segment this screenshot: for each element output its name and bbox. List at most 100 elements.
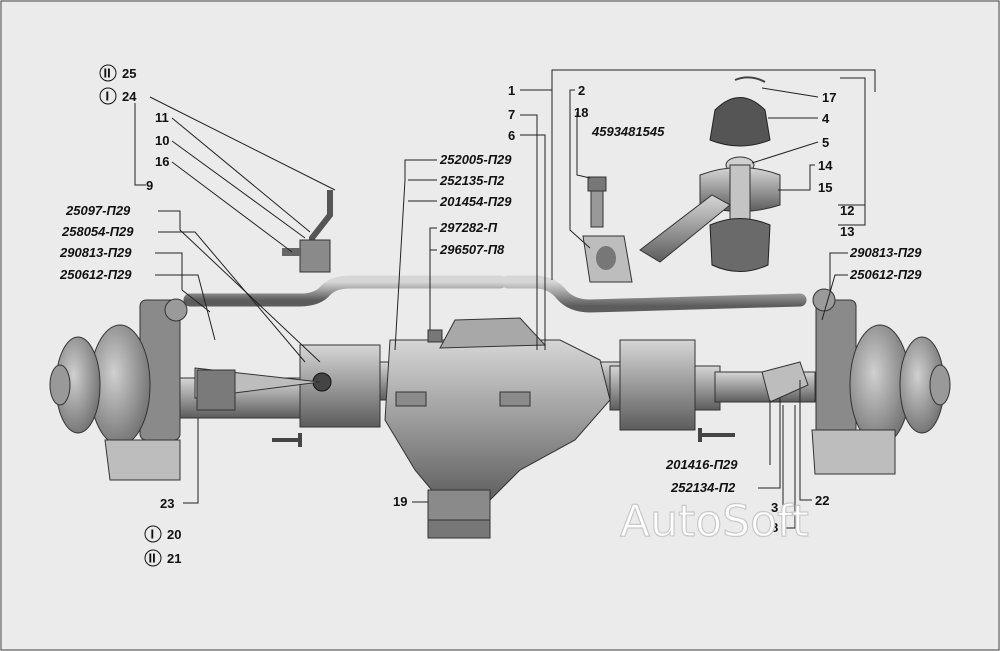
tie-rod-right	[501, 275, 807, 313]
leader-11	[171, 117, 311, 233]
leader-290813-left	[155, 252, 211, 313]
boot-13	[709, 218, 771, 272]
differential-housing	[384, 339, 611, 506]
bracket-9	[134, 103, 146, 186]
callout-19: 19	[393, 494, 407, 509]
callout-17: 17	[822, 90, 836, 105]
marker-circle-20	[144, 525, 162, 543]
marker-circle-21	[144, 549, 162, 567]
part-296507: 296507-П8	[439, 242, 505, 257]
marker-20-symbol: I	[151, 527, 155, 542]
part-290813-right: 290813-П29	[849, 245, 922, 260]
pinion-flange-base	[427, 519, 491, 539]
bracket-1	[520, 69, 876, 92]
tie-rod-left	[183, 275, 507, 307]
part-252005: 252005-П29	[439, 152, 512, 167]
right-arm-plate	[761, 361, 809, 403]
callout-21: 21	[167, 551, 181, 566]
callout-8: 8	[771, 520, 778, 535]
leader-14-15	[778, 164, 815, 191]
callout-15: 15	[818, 180, 832, 195]
marker-24-symbol: I	[106, 89, 110, 104]
callout-12: 12	[840, 203, 854, 218]
right-hub-cap	[929, 364, 951, 406]
part-252134: 252134-П2	[670, 480, 736, 495]
leader-10	[171, 140, 306, 239]
part-258054: 258054-П29	[61, 224, 134, 239]
left-knuckle-block	[299, 344, 381, 428]
labels: II 25 I 24 11 10 16 9 25097-П29 258054-П…	[59, 64, 922, 567]
leader-5	[751, 141, 819, 164]
callout-9: 9	[146, 178, 153, 193]
right-lower-bolt	[698, 428, 735, 442]
leader-250612-left	[155, 274, 216, 341]
part-25097: 25097-П29	[65, 203, 131, 218]
left-hub-cap	[49, 364, 71, 406]
part-4593481545: 4593481545	[591, 124, 665, 139]
callout-5: 5	[822, 135, 829, 150]
diff-boss-1	[395, 391, 427, 407]
leader-7	[520, 114, 538, 350]
callout-3: 3	[771, 500, 778, 515]
leader-250612-right	[821, 274, 848, 321]
left-caliper	[104, 439, 181, 481]
part-201454: 201454-П29	[439, 194, 512, 209]
axle-illustration	[49, 76, 951, 539]
leader-2	[569, 89, 591, 249]
leader-252005	[394, 159, 437, 351]
marker-25-symbol: II	[104, 66, 111, 81]
leader-16	[171, 161, 293, 253]
leader-18	[576, 112, 591, 179]
callout-16: 16	[155, 154, 169, 169]
part-250612-left: 250612-П29	[59, 267, 132, 282]
ring-17	[734, 76, 766, 83]
callout-2: 2	[578, 83, 585, 98]
marker-21-symbol: II	[149, 551, 156, 566]
clamp-2-hole	[596, 246, 616, 270]
right-knuckle-block	[619, 339, 696, 431]
callout-25: 25	[122, 66, 136, 81]
part-250612-right: 250612-П29	[849, 267, 922, 282]
callout-18: 18	[574, 105, 588, 120]
callout-13: 13	[840, 224, 854, 239]
tie-rod-arm	[639, 194, 731, 263]
right-tie-rod-end	[812, 288, 836, 312]
bracket-12-13	[838, 77, 866, 226]
right-caliper	[811, 429, 896, 475]
leader-25097	[158, 210, 321, 363]
watermark: AutoSoft	[620, 496, 809, 547]
leader-8	[783, 405, 796, 529]
callout-14: 14	[818, 158, 833, 173]
left-tie-rod-end	[164, 298, 188, 322]
right-brake-plate	[815, 299, 857, 441]
pinion-flange	[427, 489, 491, 521]
leader-23	[183, 418, 199, 504]
bracket-bolt	[282, 248, 300, 256]
callout-1: 1	[508, 83, 515, 98]
part-290813-left: 290813-П29	[59, 245, 132, 260]
left-arm-bracket	[196, 369, 236, 411]
bracket-clamp	[299, 239, 331, 273]
bolt-18-shank	[590, 190, 604, 228]
bolt-18-head	[587, 176, 607, 192]
ball-pin-thread	[729, 164, 751, 221]
callout-6: 6	[508, 128, 515, 143]
marker-circle-24	[99, 87, 117, 105]
differential-cover	[439, 317, 547, 349]
diff-boss-2	[499, 391, 531, 407]
leader-252134	[758, 398, 781, 489]
callout-23: 23	[160, 496, 174, 511]
boot-4	[709, 97, 771, 147]
marker-circle-25	[99, 64, 117, 82]
callout-20: 20	[167, 527, 181, 542]
breather	[427, 329, 443, 343]
left-lower-bolt	[272, 433, 302, 447]
part-252135: 252135-П2	[439, 173, 505, 188]
leader-6	[520, 134, 546, 350]
leader-297282	[429, 227, 437, 330]
callout-11: 11	[155, 110, 169, 125]
leader-24	[149, 96, 336, 191]
